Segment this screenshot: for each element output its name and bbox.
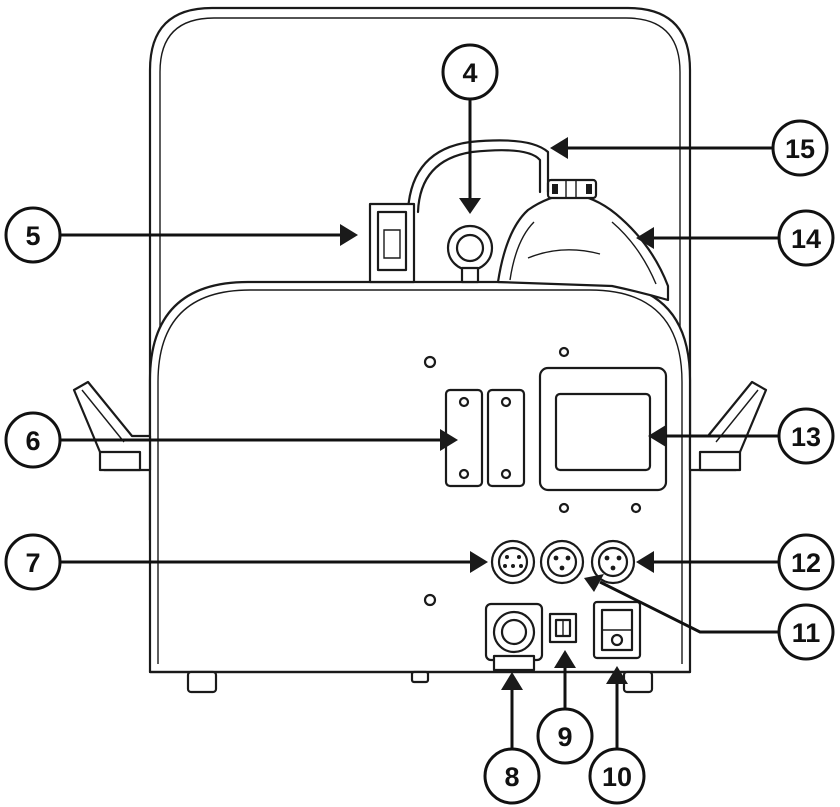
lcd-display: [538, 366, 668, 492]
connector-3pin-out: [539, 539, 585, 585]
callout-10: 10: [588, 747, 646, 805]
callout-number: 5: [25, 221, 40, 251]
callout-4: 4: [441, 43, 499, 101]
power-switch: [592, 600, 642, 660]
callout-5: 5: [4, 206, 62, 264]
callout-15: 15: [771, 119, 829, 177]
callout-7: 7: [4, 533, 62, 591]
left-handle: [72, 380, 152, 472]
connector-5pin-in: [490, 539, 536, 585]
callout-12: 12: [777, 533, 835, 591]
hose-bracket: [368, 202, 416, 284]
callout-number: 10: [602, 762, 632, 792]
callout-11: 11: [777, 603, 835, 661]
connector-3pin-in: [590, 539, 636, 585]
outer-frame: [148, 6, 692, 542]
callout-13: 13: [777, 407, 835, 465]
callout-6: 6: [4, 411, 62, 469]
right-handle: [688, 380, 768, 472]
callout-number: 11: [792, 618, 821, 648]
callout-8: 8: [483, 747, 541, 805]
callout-14: 14: [777, 209, 835, 267]
callout-number: 9: [557, 722, 572, 752]
callout-number: 4: [462, 58, 477, 88]
callout-number: 13: [791, 422, 821, 452]
callout-number: 15: [785, 134, 815, 164]
eye-bolt: [446, 224, 494, 284]
fuse-holder: [548, 612, 578, 644]
callout-9: 9: [536, 707, 594, 765]
feet: [186, 670, 654, 694]
callout-number: 6: [25, 426, 40, 456]
callout-number: 14: [791, 224, 821, 254]
callout-number: 7: [25, 548, 40, 578]
panel-screws: [423, 346, 642, 607]
callout-number: 12: [791, 548, 821, 578]
power-input-connector: [484, 602, 544, 672]
leader-lines: [60, 100, 780, 750]
callout-number: 8: [504, 762, 519, 792]
